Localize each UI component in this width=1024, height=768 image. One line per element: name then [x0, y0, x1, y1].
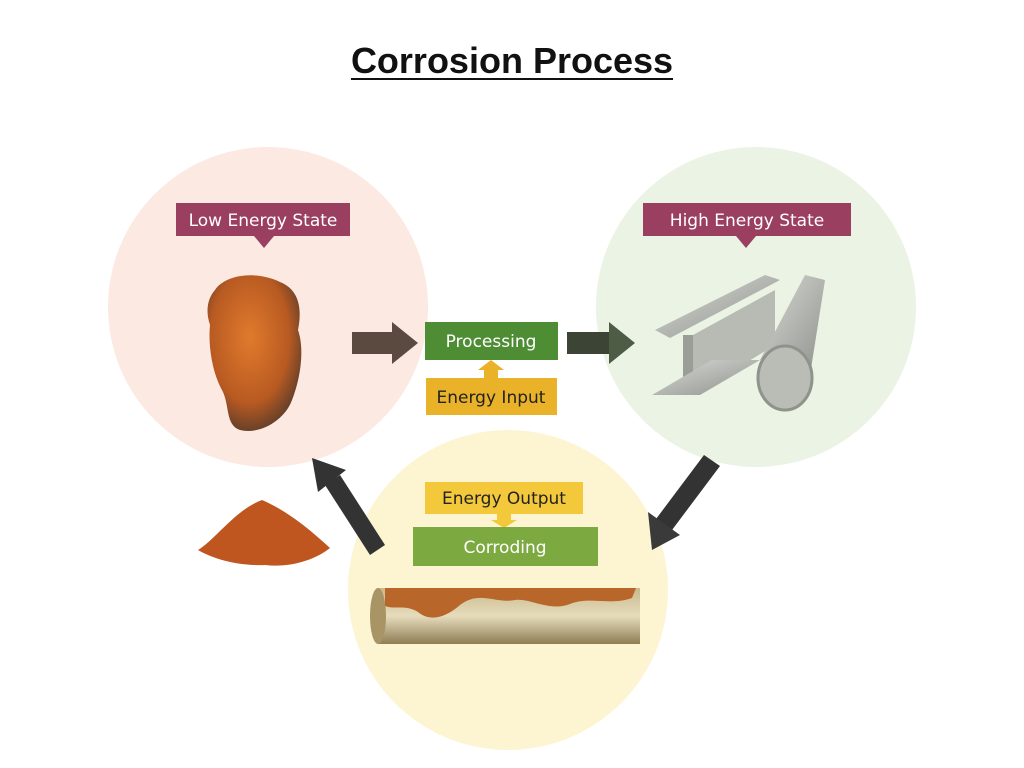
- energy-input-arrow: [478, 360, 504, 378]
- processing-box: Processing: [425, 322, 558, 360]
- steel-pipe-icon: [756, 275, 825, 412]
- arrow-to-corroding: [648, 455, 720, 550]
- rust-powder-icon: [198, 500, 330, 566]
- corroding-text: Corroding: [463, 538, 546, 558]
- low-energy-label: Low Energy State: [176, 203, 350, 248]
- energy-output-box: Energy Output: [425, 482, 583, 514]
- steel-beam-icon: [652, 275, 780, 395]
- title-text: Corrosion Process: [350, 40, 674, 81]
- energy-input-box: Energy Input: [426, 378, 557, 415]
- energy-input-text: Energy Input: [437, 388, 546, 408]
- page-title: Corrosion Process: [0, 40, 1024, 82]
- arrow-to-processing: [352, 322, 418, 364]
- iron-ore-rock-icon: [207, 275, 302, 431]
- rusty-pipe-icon: [370, 588, 640, 644]
- energy-output-arrow: [491, 514, 517, 528]
- energy-output-text: Energy Output: [442, 489, 566, 509]
- arrow-to-low-energy: [312, 458, 385, 555]
- arrow-to-high-energy: [567, 322, 635, 364]
- low-energy-text: Low Energy State: [189, 211, 338, 231]
- high-energy-text: High Energy State: [670, 211, 824, 231]
- high-energy-label: High Energy State: [643, 203, 851, 248]
- corroding-box: Corroding: [413, 527, 598, 566]
- processing-text: Processing: [446, 332, 537, 352]
